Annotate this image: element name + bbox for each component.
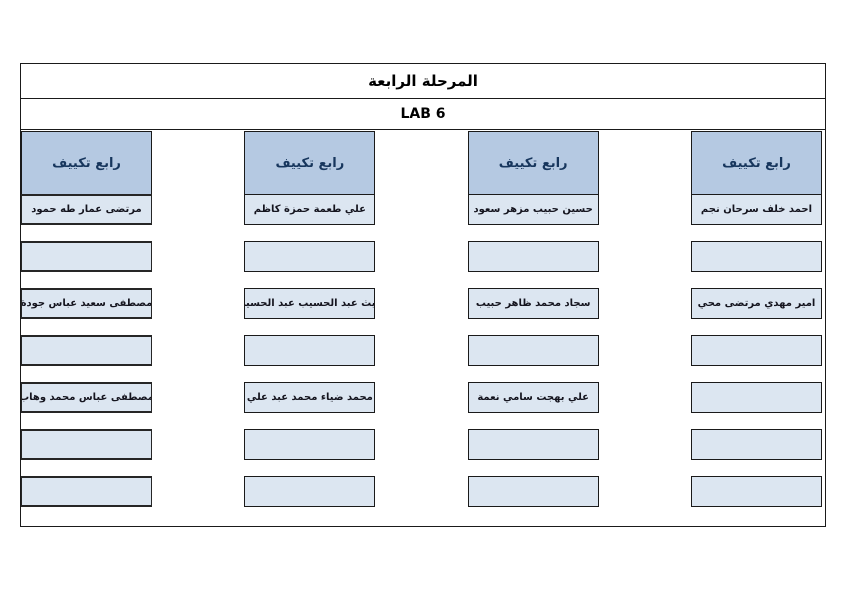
empty-seat-cell xyxy=(467,335,599,366)
student-name-cell: مصطفى عباس محمد وهاب xyxy=(21,382,152,413)
empty-seat-cell xyxy=(21,335,152,366)
student-name-cell: غيث عبد الحسيب عبد الحسين xyxy=(244,288,376,319)
empty-seat-cell xyxy=(244,476,376,507)
stage-title: المرحلة الرابعة xyxy=(21,64,825,99)
empty-seat-cell xyxy=(690,241,822,272)
empty-seat-cell xyxy=(21,429,152,460)
empty-seat-cell xyxy=(467,476,599,507)
empty-seat-cell xyxy=(690,335,822,366)
column-header: رابع تكييف xyxy=(467,131,599,195)
column-header: رابع تكييف xyxy=(244,131,376,195)
empty-seat-cell xyxy=(690,429,822,460)
column-header: رابع تكييف xyxy=(690,131,822,195)
student-name-cell: مصطفى سعيد عباس جودة xyxy=(21,288,152,319)
student-name-cell: علي بهجت سامي نعمة xyxy=(467,382,599,413)
empty-seat-cell xyxy=(21,476,152,507)
column-header: رابع تكييف xyxy=(21,131,152,195)
empty-seat-cell xyxy=(690,382,822,413)
student-name-cell: محمد ضياء محمد عبد علي xyxy=(244,382,376,413)
student-name-cell: مرتضى عمار طه حمود xyxy=(21,194,152,225)
empty-seat-cell xyxy=(244,429,376,460)
student-name-cell: علي طعمة حمزة كاظم xyxy=(244,194,376,225)
student-name-cell: حسين حبيب مزهر سعود xyxy=(467,194,599,225)
student-name-cell: احمد خلف سرحان نجم xyxy=(690,194,822,225)
empty-seat-cell xyxy=(690,476,822,507)
empty-seat-cell xyxy=(21,241,152,272)
lab-title: LAB 6 xyxy=(21,99,825,130)
empty-seat-cell xyxy=(244,335,376,366)
student-name-cell: امير مهدي مرتضى محي xyxy=(690,288,822,319)
empty-seat-cell xyxy=(467,429,599,460)
empty-seat-cell xyxy=(467,241,599,272)
student-name-cell: سجاد محمد ظاهر حبيب xyxy=(467,288,599,319)
empty-seat-cell xyxy=(244,241,376,272)
